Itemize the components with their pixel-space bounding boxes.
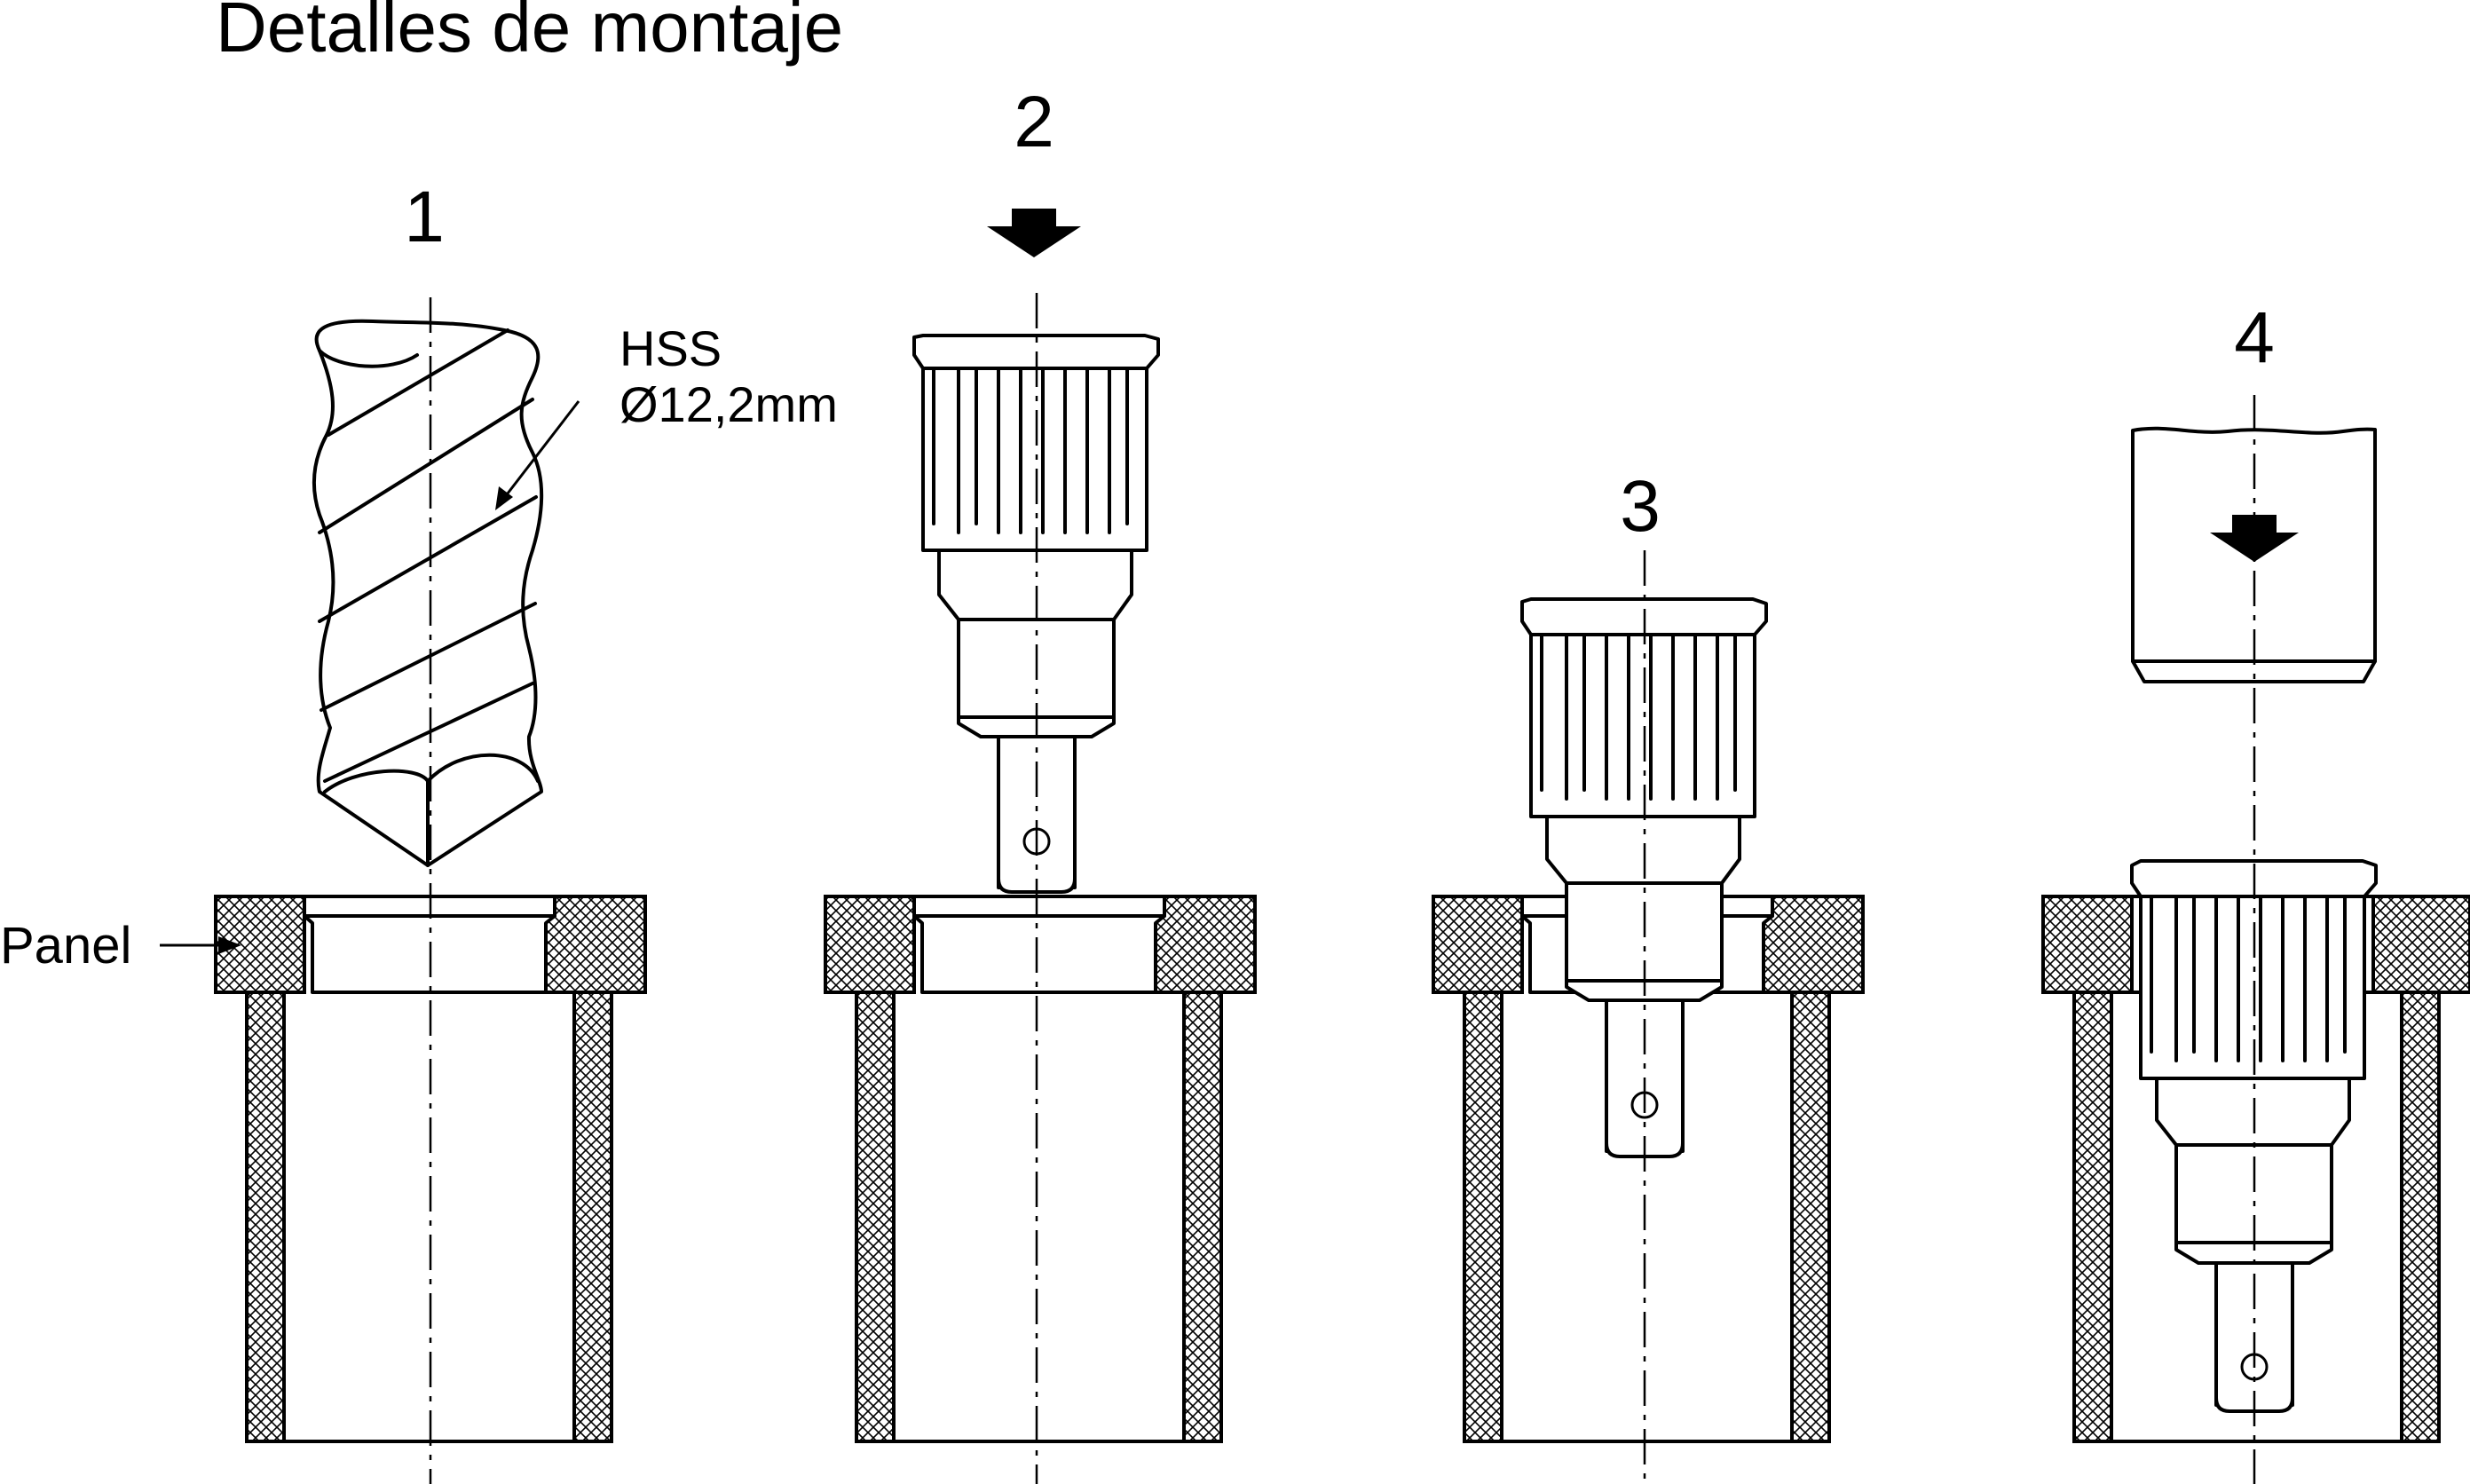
drill-leader-arrowhead bbox=[495, 486, 513, 510]
housing-wall-1-right bbox=[572, 991, 613, 1443]
housing-wall-1-left bbox=[245, 991, 286, 1443]
housing-wall-3-right bbox=[1790, 991, 1831, 1443]
drill-bit-icon bbox=[312, 319, 544, 867]
step-number-4: 4 bbox=[2234, 297, 2275, 378]
step-number-1: 1 bbox=[404, 177, 445, 257]
drill-spec-line2: Ø12,2mm bbox=[619, 376, 838, 432]
housing-wall-4-right bbox=[2400, 991, 2441, 1443]
step-1-drill-group: HSS Ø12,2mm Panel bbox=[0, 297, 838, 1484]
drill-spec-line1: HSS bbox=[619, 320, 722, 376]
step-number-3: 3 bbox=[1620, 466, 1661, 547]
drill-leader-line bbox=[500, 400, 580, 502]
panel-section-2-left bbox=[824, 895, 916, 994]
diagram-title: Detalles de montaje bbox=[216, 0, 843, 67]
panel-hole-2 bbox=[912, 895, 1166, 994]
panel-leader-arrowhead bbox=[218, 936, 241, 954]
panel-section-4-right bbox=[2371, 895, 2470, 994]
step-3-seated-group bbox=[1432, 550, 1865, 1484]
housing-wall-3-left bbox=[1463, 991, 1503, 1443]
panel-section-3-right bbox=[1762, 895, 1865, 994]
panel-label: Panel bbox=[0, 917, 131, 975]
connector-step-3 bbox=[1520, 597, 1768, 1158]
housing-wall-2-right bbox=[1182, 991, 1223, 1443]
panel-section-2-right bbox=[1154, 895, 1257, 994]
housing-wall-2-left bbox=[855, 991, 896, 1443]
step-4-press-group bbox=[2041, 395, 2470, 1484]
panel-section-3-left bbox=[1432, 895, 1524, 994]
step-number-2: 2 bbox=[1014, 82, 1054, 162]
panel-section-1-right bbox=[544, 895, 647, 994]
housing-wall-4-left bbox=[2072, 991, 2113, 1443]
down-arrow-icon bbox=[987, 209, 1081, 257]
step-2-insert-group bbox=[824, 209, 1257, 1484]
panel-section-4-left bbox=[2041, 895, 2134, 994]
connector-step-2 bbox=[912, 334, 1160, 894]
